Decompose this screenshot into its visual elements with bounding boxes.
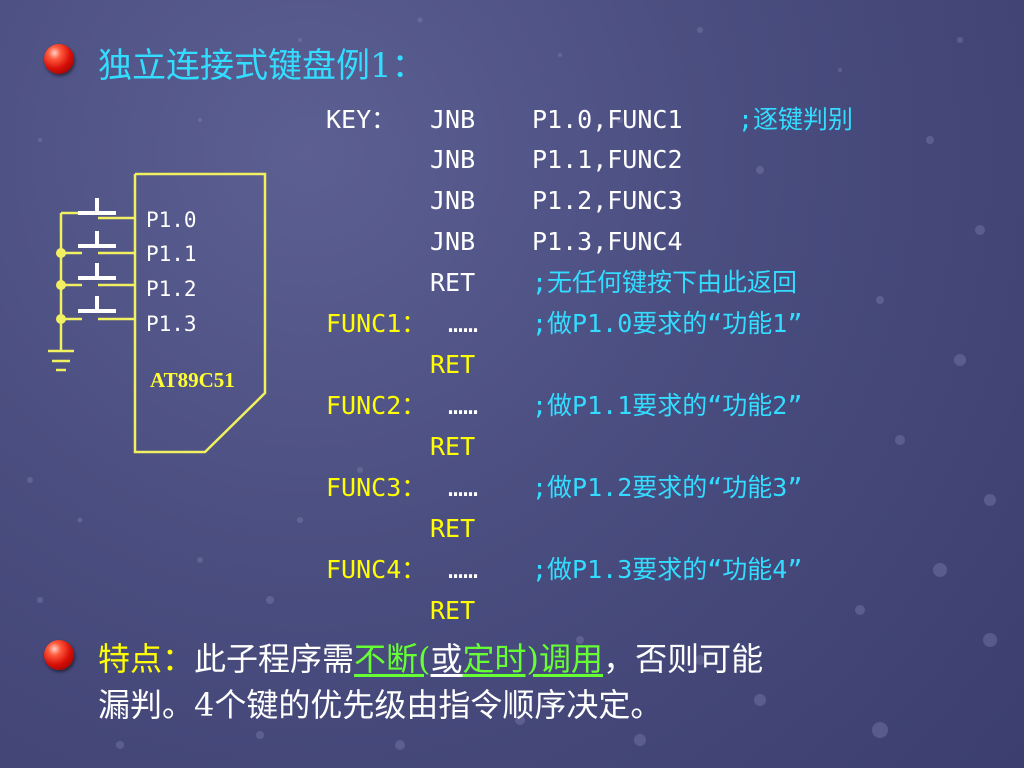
func2-dots: …… xyxy=(448,391,479,420)
code-operand-1: P1.0,FUNC1 xyxy=(532,105,683,134)
feature-label: 特点： xyxy=(98,640,195,678)
func1-comment: ;做P1.0要求的“功能1” xyxy=(532,309,803,338)
func4-label: FUNC4： xyxy=(326,555,427,584)
func1-dots: …… xyxy=(448,309,479,338)
chip-outline xyxy=(133,172,267,454)
func3-ret: RET xyxy=(430,514,476,543)
chip-label: AT89C51 xyxy=(150,368,235,392)
pin-label-p1-0: P1.0 xyxy=(146,208,197,232)
feature-line-1: 特点：此子程序需不断(或定时)调用，否则可能 xyxy=(98,636,763,682)
code-instr-2: JNB xyxy=(430,145,476,174)
code-comment-1: ;逐键判别 xyxy=(738,105,854,134)
func2-label: FUNC2： xyxy=(326,391,427,420)
code-instr-4: JNB xyxy=(430,227,476,256)
feature-line-2: 漏判。4个键的优先级由指令顺序决定。 xyxy=(98,686,663,724)
func3-label: FUNC3： xyxy=(326,473,427,502)
func2-comment: ;做P1.1要求的“功能2” xyxy=(532,391,803,420)
feature-text-2: ，否则可能 xyxy=(603,640,764,678)
feature-paragraph: 特点：此子程序需不断(或定时)调用，否则可能 漏判。4个键的优先级由指令顺序决定… xyxy=(98,636,763,728)
func1-label: FUNC1： xyxy=(326,309,427,338)
code-instr-1: JNB xyxy=(430,105,476,134)
func3-comment: ;做P1.2要求的“功能3” xyxy=(532,473,803,502)
feature-highlight-1: 不断( xyxy=(354,640,431,678)
title-bullet-icon xyxy=(44,44,74,74)
feature-bullet-icon xyxy=(44,640,74,670)
keyboard-circuit-diagram xyxy=(48,172,267,454)
code-operand-3: P1.2,FUNC3 xyxy=(532,186,683,215)
slide-title: 独立连接式键盘例1： xyxy=(98,46,426,86)
pin-label-p1-3: P1.3 xyxy=(146,312,197,336)
feature-text-1: 此子程序需 xyxy=(194,640,355,678)
feature-highlight-3: 定时) xyxy=(462,640,540,678)
func2-ret: RET xyxy=(430,432,476,461)
feature-highlight-2: 或 xyxy=(430,640,463,678)
code-operand-2: P1.1,FUNC2 xyxy=(532,145,683,174)
pin-label-p1-1: P1.1 xyxy=(146,242,197,266)
func4-dots: …… xyxy=(448,555,479,584)
code-operand-4: P1.3,FUNC4 xyxy=(532,227,683,256)
func4-ret: RET xyxy=(430,596,476,625)
func4-comment: ;做P1.3要求的“功能4” xyxy=(532,555,803,584)
feature-highlight-4: 调用 xyxy=(539,640,604,678)
code-instr-5: RET xyxy=(430,268,476,297)
func1-ret: RET xyxy=(430,350,476,379)
func3-dots: …… xyxy=(448,473,479,502)
code-comment-5: ;无任何键按下由此返回 xyxy=(532,268,798,297)
pin-label-p1-2: P1.2 xyxy=(146,277,197,301)
code-key-label: KEY： xyxy=(326,105,397,134)
code-instr-3: JNB xyxy=(430,186,476,215)
